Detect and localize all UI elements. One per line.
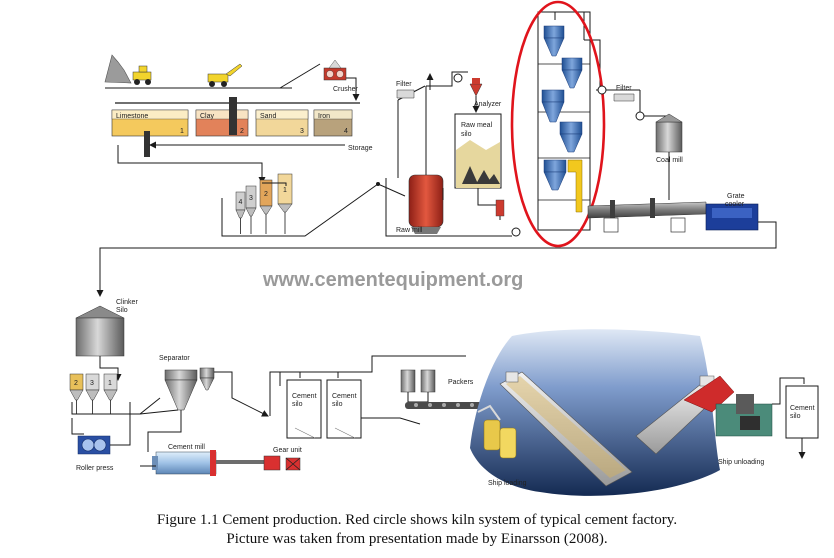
packers-label: Packers [448, 379, 474, 386]
preheater-tower [537, 11, 601, 231]
storage-bin-name: Sand [260, 113, 276, 120]
feed-hopper-number: 1 [283, 187, 287, 194]
storage-bin-number: 2 [240, 128, 244, 135]
cement-additive-hoppers: 2 3 1 [69, 373, 118, 414]
storage-bin-name: Limestone [116, 113, 148, 120]
raw-meal-silo-label-1: Raw meal [461, 122, 493, 129]
cement-silo-c-label-1: Cement [790, 405, 815, 412]
raw-material-storage: Limestone 1 Clay 2 Sand 3 Iron 4 [111, 109, 353, 137]
ship-unloading-label: Ship unloading [718, 459, 764, 466]
receiving-cement-silo: Cement silo [772, 377, 819, 459]
analyzer: Analyzer [469, 78, 502, 108]
figure-caption-line-2: Picture was taken from presentation made… [226, 531, 608, 547]
feed-belt [221, 183, 379, 237]
quarry-rock [104, 54, 132, 84]
storage-label: Storage [348, 145, 373, 152]
cement-silos: Cement silo Cement silo [269, 355, 466, 439]
cyclone-stage-2 [561, 57, 583, 89]
cement-feed-belt [71, 397, 161, 415]
feed-hopper-2: 2 [259, 179, 273, 234]
crusher-icon [323, 59, 347, 81]
reclaimer-line [117, 131, 345, 184]
kiln-system-highlight-circle [510, 0, 606, 248]
feed-hopper-number: 2 [264, 191, 268, 198]
clinker-silo-label-1: Clinker [116, 299, 138, 306]
calciner [567, 159, 583, 213]
cement-silo-c-label-2: silo [790, 413, 801, 420]
feed-hopper-3: 3 [245, 185, 257, 234]
cement-hopper-3: 3 [85, 373, 100, 414]
cement-hopper-1: 1 [103, 373, 118, 414]
cargo-ship-loading [499, 371, 633, 487]
storage-bin-name: Iron [318, 113, 330, 120]
roller-press-label: Roller press [76, 465, 114, 472]
storage-bin-iron: Iron 4 [313, 109, 353, 137]
filter-label-left: Filter [396, 81, 412, 88]
sea-port-scene: Ship loading Ship unloading [470, 329, 773, 496]
cyclone-stage-4 [559, 121, 583, 153]
raw-mill [408, 174, 444, 228]
storage-bin-number: 4 [344, 128, 348, 135]
filter-label-right: Filter [616, 85, 632, 92]
cement-hopper-number: 1 [108, 380, 112, 387]
cyclone-stage-3 [541, 89, 565, 123]
feed-hoppers: 43 2 1 [235, 173, 293, 234]
cement-silo-b-label-2: silo [332, 401, 343, 408]
ship-loading-tanks [477, 404, 517, 459]
grate-cooler: Grate cooler [705, 193, 759, 231]
feed-hopper-number: 3 [249, 195, 253, 202]
coal-mill-label: Coal mill [656, 157, 683, 164]
feed-hopper-1: 1 [277, 173, 293, 234]
clinker-silo: Clinker Silo [75, 299, 138, 357]
cement-silo-a-label-1: Cement [292, 393, 317, 400]
cement-hopper-number: 3 [90, 380, 94, 387]
cement-silo-b [326, 379, 362, 439]
separator: Separator [159, 355, 215, 411]
cement-hopper-2: 2 [69, 373, 84, 414]
cement-silo-b-label-1: Cement [332, 393, 357, 400]
storage-bin-sand: Sand 3 [255, 109, 309, 137]
quarry-area: Crusher [104, 54, 360, 104]
cement-hopper-number: 2 [74, 380, 78, 387]
gear-unit: Gear unit [263, 447, 302, 471]
cement-silo-a [286, 379, 322, 439]
coal-mill: Coal mill [655, 113, 683, 164]
raw-mill-label: Raw mill [396, 227, 423, 234]
ship-loading-label: Ship loading [488, 480, 527, 487]
storage-bin-number: 1 [180, 128, 184, 135]
cement-mill-label: Cement mill [168, 444, 205, 451]
grate-cooler-label-1: Grate [727, 193, 745, 200]
separator-label: Separator [159, 355, 190, 362]
storage-bin-name: Clay [200, 113, 215, 120]
raw-meal-silo: Raw meal silo [454, 113, 502, 189]
cement-mill: Cement mill [152, 444, 264, 476]
figure-caption-line-1: Figure 1.1 Cement production. Red circle… [156, 512, 678, 528]
raw-meal-silo-label-2: silo [461, 131, 472, 138]
grate-cooler-label-2: cooler [725, 201, 745, 208]
analyzer-label: Analyzer [474, 101, 502, 108]
feed-hopper-4: 4 [235, 191, 246, 234]
watermark-text: www.cementequipment.org [262, 269, 523, 291]
feed-hopper-number: 4 [239, 199, 243, 206]
cement-silo-a-label-2: silo [292, 401, 303, 408]
raw-mill-area: Raw mill Filter Analyzer Raw meal silo [377, 71, 521, 237]
cyclone-stage-5 [543, 159, 567, 191]
kiln-area: Filter Coal mill Grate cooler [96, 85, 777, 297]
loader-truck-icon [207, 63, 243, 87]
ship-unloader-crane [683, 375, 773, 437]
cyclone-stage-1 [543, 25, 565, 57]
gear-unit-label: Gear unit [273, 447, 302, 454]
excavator-icon [132, 65, 152, 85]
packers: Packers [400, 369, 499, 409]
roller-press: Roller press [76, 435, 114, 472]
storage-bin-number: 3 [300, 128, 304, 135]
storage-bin-clay: Clay 2 [195, 109, 249, 137]
clinker-silo-label-2: Silo [116, 307, 128, 314]
reclaimer-post-1 [229, 97, 237, 135]
crusher-label: Crusher [333, 86, 359, 93]
rotary-kiln [587, 198, 707, 220]
